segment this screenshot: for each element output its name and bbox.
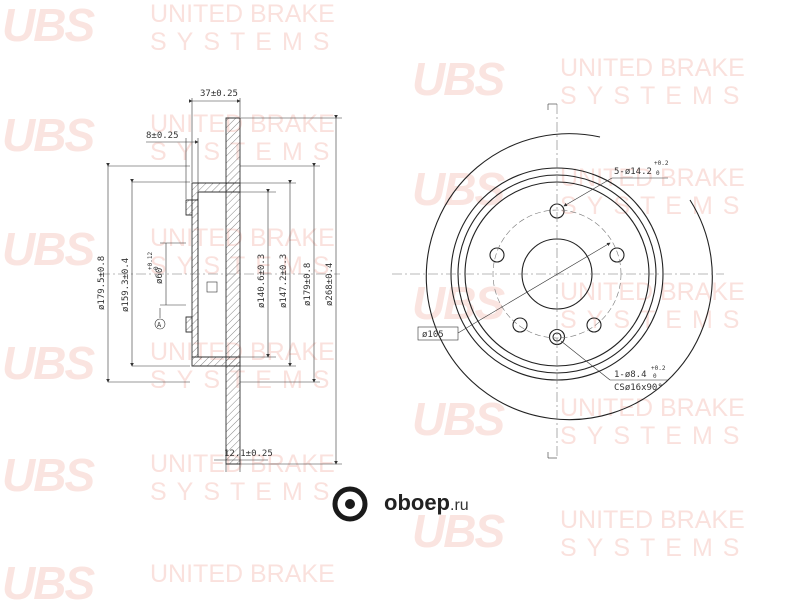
dim-d140-6: ø140.6±0.3 bbox=[257, 254, 267, 308]
watermark-line1: UNITED BRAKE bbox=[560, 506, 745, 534]
hat-outer-edge bbox=[457, 174, 657, 374]
watermark-line2: SYSTEMS bbox=[560, 534, 750, 562]
front-view bbox=[425, 133, 713, 421]
bolt-hole bbox=[489, 247, 505, 263]
disc-outer-edge bbox=[425, 133, 713, 421]
dim-pin-tol: +0.2 bbox=[651, 365, 666, 372]
dim-d159-3: ø159.3±0.4 bbox=[121, 258, 131, 312]
site-logo-mark bbox=[332, 486, 368, 522]
dim-countersink: CSø16x90° bbox=[614, 383, 663, 393]
side-dimension-texts: 37±0.25 8±0.25 12.1±0.25 ø179.5±0.8 ø159… bbox=[97, 89, 335, 459]
bolt-hole bbox=[609, 247, 625, 263]
site-logo-name: oboep bbox=[384, 490, 450, 515]
watermark-line2: SYSTEMS bbox=[560, 82, 750, 110]
watermark-line2: SYSTEMS bbox=[150, 478, 340, 506]
watermark-line1: UNITED BRAKE bbox=[560, 394, 745, 422]
watermark-line1: UNITED BRAKE bbox=[150, 338, 335, 366]
front-dimension-texts: 5-ø14.2 +0.2 0 ø105 1-ø8.4 +0.2 0 CSø16x… bbox=[422, 160, 669, 393]
watermark-logo: UBS bbox=[412, 163, 505, 215]
dim-pin-hole: 1-ø8.4 bbox=[614, 370, 647, 380]
watermark-line1: UNITED BRAKE bbox=[150, 0, 335, 28]
watermark-logo: UBS bbox=[2, 0, 95, 51]
watermark-line1: UNITED BRAKE bbox=[560, 54, 745, 82]
friction-ring-section bbox=[225, 117, 241, 465]
dim-bolt-holes: 5-ø14.2 bbox=[614, 167, 652, 177]
dim-flange-width: 8±0.25 bbox=[146, 131, 179, 141]
watermark-logo: UBS bbox=[2, 557, 95, 609]
hat-flange-section bbox=[191, 199, 199, 358]
site-logo[interactable] bbox=[330, 484, 480, 524]
site-logo-text: oboep.ru bbox=[384, 490, 469, 516]
hat-bottom-section bbox=[191, 356, 241, 367]
dim-d60-tol2: 0 bbox=[153, 266, 160, 270]
datum-a-marker bbox=[154, 318, 166, 330]
watermark-logo: UBS bbox=[412, 393, 505, 445]
dim-d179-5: ø179.5±0.8 bbox=[97, 256, 107, 310]
front-leaders bbox=[417, 103, 668, 459]
dim-disc-thickness: 12.1±0.25 bbox=[224, 449, 273, 459]
dim-bolt-holes-tol: +0.2 bbox=[654, 160, 669, 167]
dim-d147-2: ø147.2±0.3 bbox=[279, 254, 289, 308]
site-logo-tld: .ru bbox=[450, 497, 469, 514]
watermark-line2: SYSTEMS bbox=[560, 422, 750, 450]
bolt-hole bbox=[512, 317, 528, 333]
runout-symbol bbox=[206, 281, 218, 293]
watermark-line1: UNITED BRAKE bbox=[150, 224, 335, 252]
datum-a-label: A bbox=[157, 321, 162, 329]
watermark-line2: SYSTEMS bbox=[560, 192, 750, 220]
watermark-line1: UNITED BRAKE bbox=[150, 110, 335, 138]
watermark-logo: UBS bbox=[2, 109, 95, 161]
watermark-line1: UNITED BRAKE bbox=[150, 560, 335, 588]
dim-d60-tol: +0.12 bbox=[147, 252, 154, 270]
dim-d179: ø179±0.8 bbox=[303, 263, 313, 306]
front-centerlines bbox=[392, 104, 724, 458]
dim-hub-width: 37±0.25 bbox=[200, 89, 238, 99]
watermark-logo: UBS bbox=[412, 53, 505, 105]
watermark-logo: UBS bbox=[2, 223, 95, 275]
watermark-logo: UBS bbox=[412, 505, 505, 557]
side-dimension-lines bbox=[106, 98, 342, 472]
watermark-line2: SYSTEMS bbox=[150, 28, 340, 56]
dim-pcd: ø105 bbox=[422, 330, 444, 340]
dim-d60: ø60 bbox=[155, 268, 165, 284]
dim-bolt-holes-tol2: 0 bbox=[656, 170, 660, 177]
bolt-hole bbox=[586, 317, 602, 333]
watermark-logo: UBS bbox=[2, 449, 95, 501]
watermark-logo: UBS bbox=[2, 337, 95, 389]
dim-pin-tol2: 0 bbox=[653, 373, 657, 380]
dim-d268: ø268±0.4 bbox=[325, 263, 335, 306]
